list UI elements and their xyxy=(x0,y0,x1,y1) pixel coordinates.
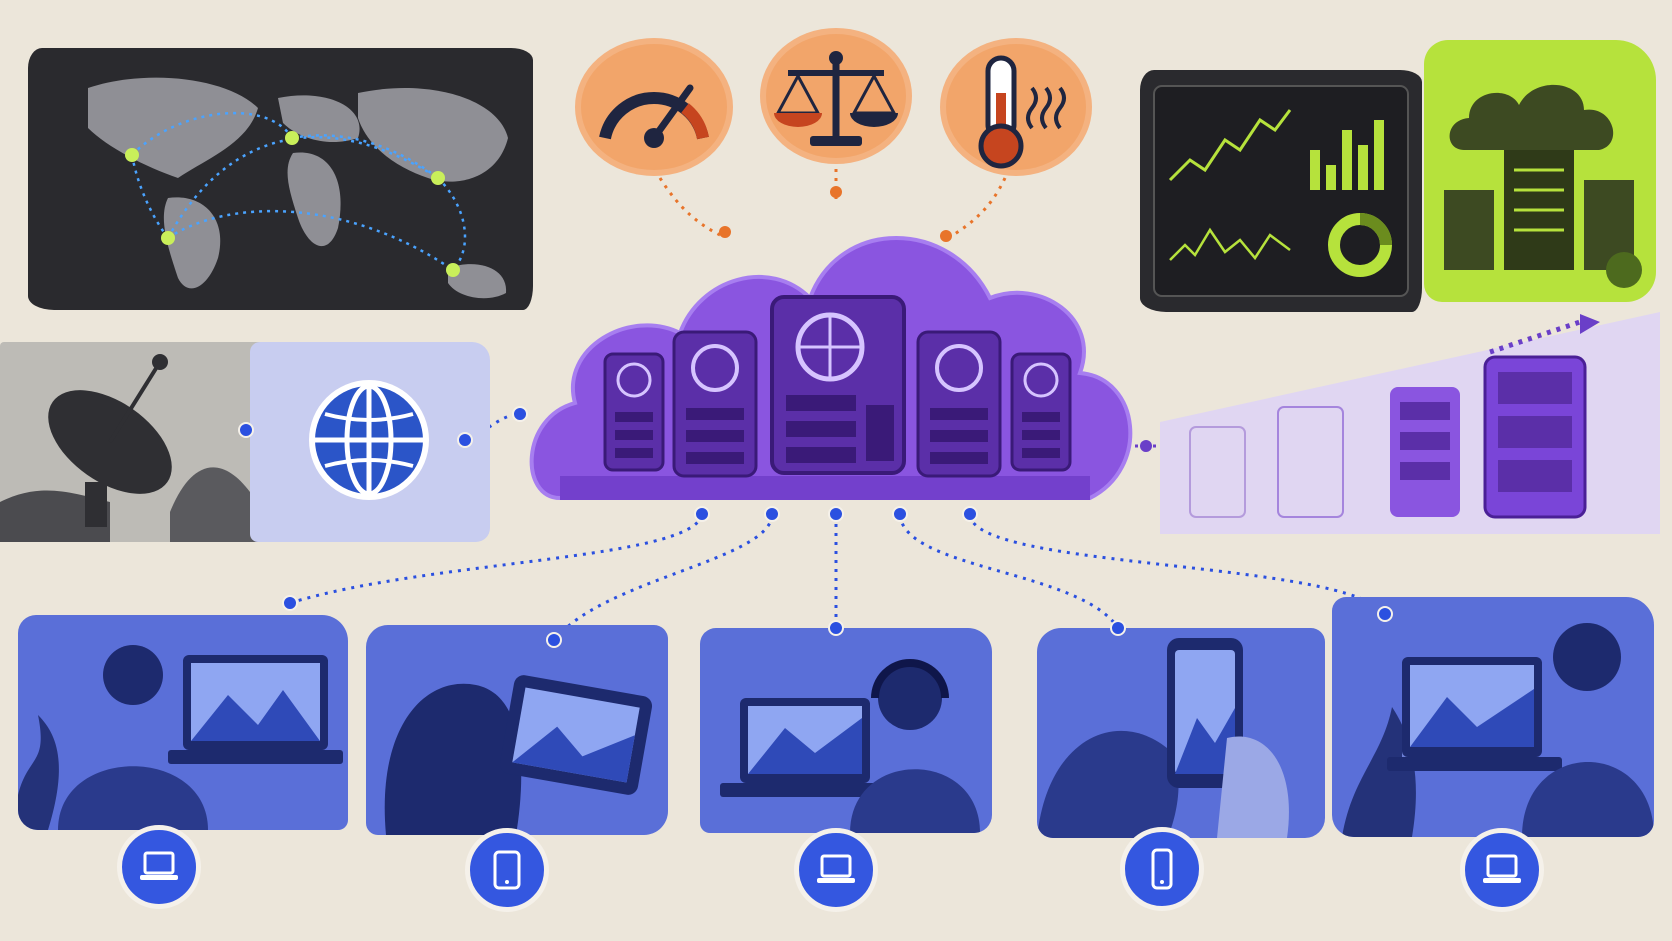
world-map-panel xyxy=(28,48,533,310)
client-link-node-4 xyxy=(1110,620,1126,636)
analytics-chart-icon xyxy=(1153,85,1409,297)
client-badge-4[interactable] xyxy=(1120,827,1204,911)
speed-metric-bubble xyxy=(575,38,733,176)
cloud-link-node-1 xyxy=(694,506,710,522)
globe-link-node-right xyxy=(457,432,473,448)
client-link-node-5 xyxy=(1377,606,1393,622)
globe-link-node-left xyxy=(238,422,254,438)
green-datacenter-panel xyxy=(1424,40,1656,302)
cloud-link-node-5 xyxy=(962,506,978,522)
globe-icon xyxy=(305,376,433,504)
server-rack-1 xyxy=(603,352,665,472)
temperature-metric-bubble xyxy=(940,38,1092,176)
analytics-dashboard-panel xyxy=(1140,70,1422,312)
balance-scale-icon xyxy=(774,51,898,146)
server-rack-2 xyxy=(672,330,758,478)
client-badge-2[interactable] xyxy=(465,828,549,912)
laptop-icon xyxy=(140,851,178,880)
scaling-link-dot xyxy=(1140,440,1152,452)
laptop-icon xyxy=(1483,854,1521,883)
client-scene-laptop-1 xyxy=(18,615,348,830)
thermometer-icon xyxy=(978,55,1066,169)
satellite-dish-icon xyxy=(0,354,270,542)
client-link-node-3 xyxy=(828,620,844,636)
tablet-icon xyxy=(493,850,521,890)
client-link-node-2 xyxy=(546,632,562,648)
cloud-link-node-3 xyxy=(828,506,844,522)
client-scene-tablet xyxy=(366,625,668,835)
client-scene-smartphone xyxy=(1037,628,1325,838)
cloud-datacenter-icon xyxy=(1444,84,1642,288)
client-link-node-1 xyxy=(282,595,298,611)
metric-link-dot-1 xyxy=(719,226,731,238)
satellite-dish-panel xyxy=(0,342,285,542)
world-map-icon xyxy=(88,77,508,299)
server-rack-5 xyxy=(1010,352,1072,472)
laptop-icon xyxy=(817,854,855,883)
client-badge-5[interactable] xyxy=(1460,828,1544,912)
cloud-link-node-4 xyxy=(892,506,908,522)
metric-link-dot-2 xyxy=(830,186,842,198)
client-badge-1[interactable] xyxy=(117,825,201,909)
balance-metric-bubble xyxy=(760,28,912,164)
client-scene-laptop-3 xyxy=(1332,597,1654,837)
metric-link-dot-3 xyxy=(940,230,952,242)
client-scene-laptop-2 xyxy=(700,628,992,833)
client-badge-3[interactable] xyxy=(794,828,878,912)
speedometer-icon xyxy=(599,84,709,148)
cloud-link-node-left xyxy=(512,406,528,422)
scaling-servers-panel xyxy=(1160,312,1660,534)
cloud-link-node-2 xyxy=(764,506,780,522)
server-rack-4 xyxy=(916,330,1002,478)
smartphone-icon xyxy=(1151,848,1173,890)
server-rack-3 xyxy=(770,295,906,475)
